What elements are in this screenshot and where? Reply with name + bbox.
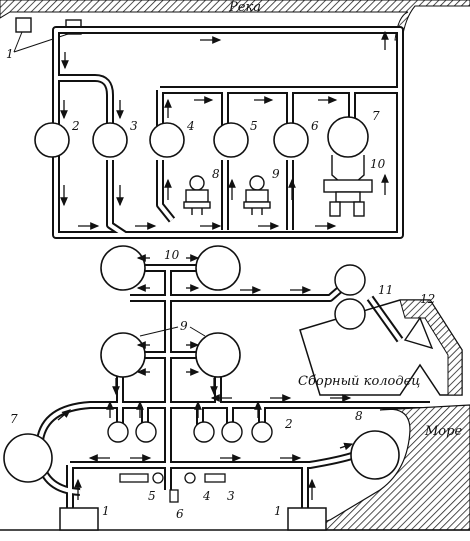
unit-sphere-5 bbox=[213, 122, 249, 158]
flow-arrows-top bbox=[60, 30, 389, 230]
intake-callout: 1 bbox=[6, 47, 14, 61]
unit-label-3: 3 bbox=[130, 119, 138, 133]
aux-label-9: 9 bbox=[272, 167, 280, 181]
unit-label-6: 6 bbox=[311, 119, 319, 133]
unit-label-2: 2 bbox=[71, 119, 80, 133]
gate-12 bbox=[403, 316, 434, 350]
sea-label: Море bbox=[424, 424, 462, 439]
collector-label: Сборный колодец bbox=[298, 374, 420, 389]
equip-label-3: 3 bbox=[227, 489, 235, 503]
unit-callout: 9 bbox=[180, 319, 188, 333]
small-unit-label: 2 bbox=[284, 417, 293, 431]
collector-hatching bbox=[399, 299, 463, 396]
header-sphere-top bbox=[334, 264, 366, 296]
unit-sphere-6 bbox=[273, 122, 309, 158]
river-label: Река bbox=[228, 0, 261, 15]
unit-sphere-2 bbox=[34, 122, 70, 158]
unit-sphere-right bbox=[195, 332, 241, 378]
bottom-scheme: 10 9 11 12 Сборный колодец Море 7 8 2 bbox=[0, 245, 470, 531]
top-scheme: Река 1 bbox=[0, 0, 470, 239]
tank-sphere-right bbox=[195, 245, 241, 291]
aux-label-8: 8 bbox=[212, 167, 220, 181]
aux-unit-9 bbox=[243, 175, 271, 215]
base-right bbox=[287, 507, 327, 531]
aux-unit-10 bbox=[323, 155, 373, 217]
gate-callout: 12 bbox=[420, 292, 435, 306]
equipment-room bbox=[119, 472, 226, 503]
unit-sphere-left bbox=[100, 332, 146, 378]
base-label-left: 1 bbox=[102, 504, 110, 518]
aux-label-10: 10 bbox=[370, 157, 386, 171]
callout-leader bbox=[189, 326, 206, 337]
top-unit-labels: 2 3 4 5 6 7 bbox=[71, 109, 380, 133]
callout-leader bbox=[13, 31, 23, 53]
aux-unit-8 bbox=[183, 175, 211, 215]
intake-box-left bbox=[15, 17, 32, 33]
equip-label-6: 6 bbox=[176, 507, 184, 521]
unit-sphere-7 bbox=[327, 116, 369, 158]
sphere-7 bbox=[3, 433, 53, 483]
sphere-7-label: 7 bbox=[10, 412, 18, 426]
equip-label-5: 5 bbox=[148, 489, 156, 503]
unit-label-5: 5 bbox=[250, 119, 258, 133]
sphere-8 bbox=[350, 430, 400, 480]
sphere-8-label: 8 bbox=[355, 409, 363, 423]
flow-arrows-bottom bbox=[57, 254, 354, 500]
unit-sphere-4 bbox=[149, 122, 185, 158]
tank-sphere-left bbox=[100, 245, 146, 291]
sea-shore bbox=[299, 404, 470, 531]
callout-leader bbox=[139, 326, 179, 337]
header-sphere-bottom bbox=[334, 298, 366, 330]
header-callout: 11 bbox=[378, 283, 393, 297]
tank-callout: 10 bbox=[164, 248, 180, 262]
unit-label-4: 4 bbox=[186, 119, 195, 133]
equip-label-4: 4 bbox=[202, 489, 211, 503]
small-units bbox=[107, 421, 273, 443]
unit-sphere-3 bbox=[92, 122, 128, 158]
base-label-right: 1 bbox=[274, 504, 282, 518]
base-left bbox=[59, 507, 99, 531]
unit-label-7: 7 bbox=[372, 109, 380, 123]
